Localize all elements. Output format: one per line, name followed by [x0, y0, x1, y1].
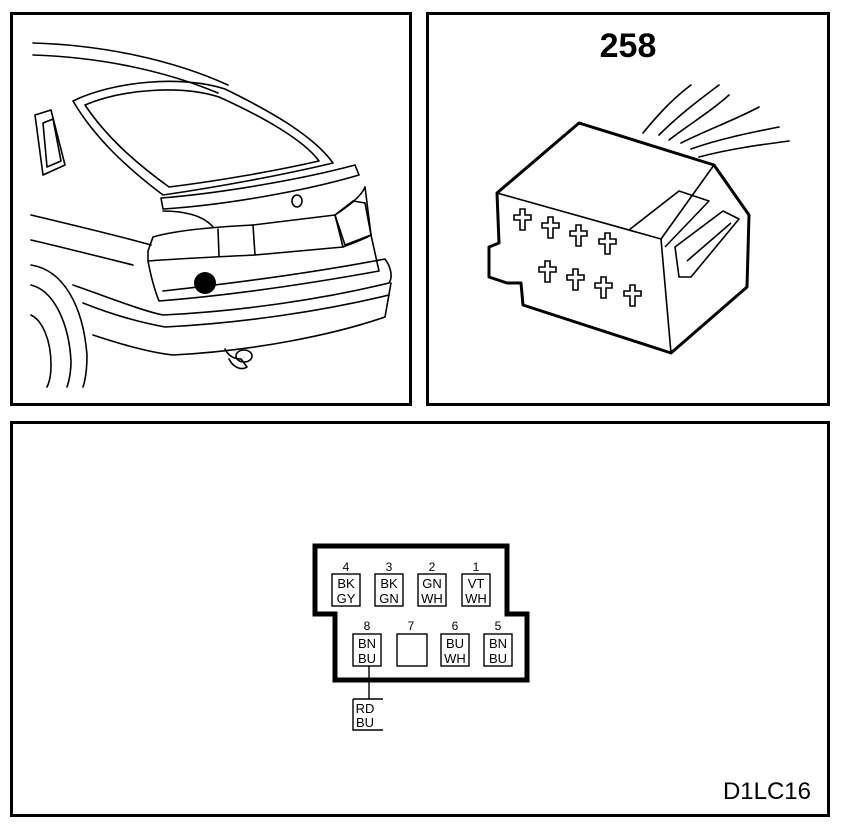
car-rear-illustration	[30, 42, 392, 388]
pin-8: 8 BN BU	[352, 619, 382, 667]
branch-wire-label: RD BU	[352, 698, 383, 731]
connector-number: 258	[599, 27, 657, 65]
wire-color-primary: BN	[489, 636, 507, 651]
pin-6: 6 BU WH	[440, 619, 470, 667]
wire-color-secondary: GN	[379, 591, 399, 606]
pin-number: 1	[473, 560, 480, 574]
connector-view-panel: 258	[426, 12, 830, 406]
connector-outline	[312, 543, 530, 683]
wire-color-secondary: BU	[489, 651, 507, 666]
pin-number: 3	[386, 560, 393, 574]
pin-number: 6	[452, 619, 459, 633]
wire-color-primary: RD	[356, 701, 375, 716]
wire-color-secondary: WH	[465, 591, 487, 606]
connector-location-marker	[194, 272, 216, 294]
wire-color-secondary: WH	[421, 591, 443, 606]
pin-number: 7	[408, 619, 415, 633]
car-rear-view-panel	[10, 12, 412, 406]
pin-layout-panel: 4 BK GY 3 BK GN 2 GN WH 1 VT WH 8 BN	[10, 421, 830, 817]
connector-illustration	[487, 84, 790, 355]
wire-color-primary: BK	[337, 576, 355, 591]
pin-number: 8	[364, 619, 371, 633]
pin-number: 4	[343, 560, 350, 574]
pin-number: 5	[495, 619, 502, 633]
pin-number: 2	[429, 560, 436, 574]
pin-1: 1 VT WH	[461, 560, 491, 607]
pin-layout-diagram: 4 BK GY 3 BK GN 2 GN WH 1 VT WH 8 BN	[312, 543, 530, 731]
wire-color-secondary: GY	[337, 591, 356, 606]
wire-color-secondary: BU	[356, 715, 374, 730]
diagram-code: D1LC16	[722, 778, 811, 805]
pin-4: 4 BK GY	[331, 560, 361, 607]
wire-color-primary: VT	[468, 576, 485, 591]
wire-color-primary: GN	[422, 576, 442, 591]
wire-color-primary: BU	[446, 636, 464, 651]
wire-color-secondary: WH	[444, 651, 466, 666]
wire-color-primary: BN	[358, 636, 376, 651]
pin-5: 5 BN BU	[483, 619, 513, 667]
wire-color-primary: BK	[380, 576, 398, 591]
wire-color-secondary: BU	[358, 651, 376, 666]
pin-2: 2 GN WH	[417, 560, 447, 607]
pin-3: 3 BK GN	[374, 560, 404, 607]
pin-7: 7	[396, 619, 428, 667]
